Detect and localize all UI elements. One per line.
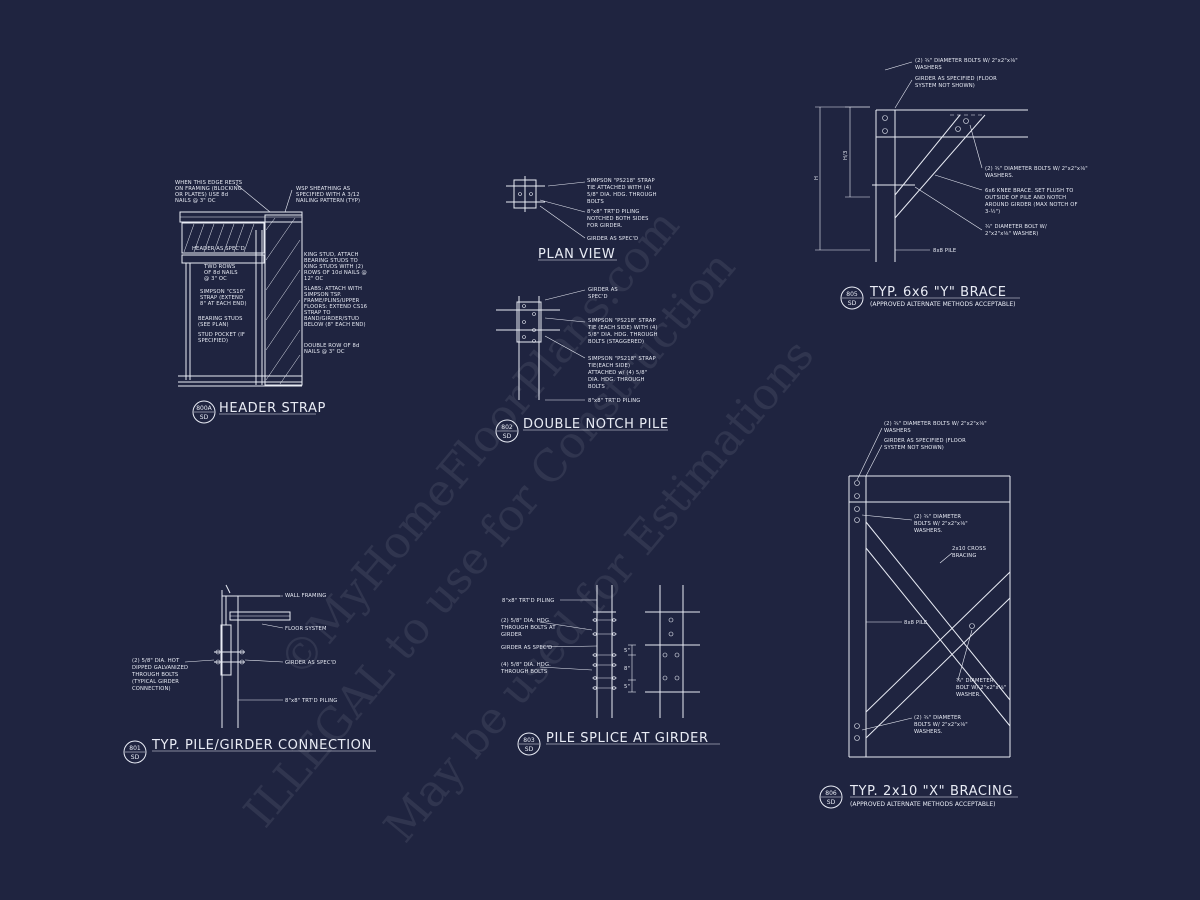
detail-x-bracing: (2) ¾" DIAMETER BOLTS W/ 2"x2"x⅛"WASHERS…: [819, 421, 1018, 809]
detail-bubble: 805 SD: [840, 286, 864, 310]
detail-bubble: 801 SD: [123, 740, 147, 764]
note-bolt-washer: ¾" DIAMETER BOLT W/2"x2"x⅛" WASHER): [985, 224, 1047, 237]
detail-bubble: 800A SD: [192, 400, 216, 424]
svg-text:SD: SD: [827, 799, 836, 806]
note-pile: 8x8 PILE: [904, 620, 927, 626]
svg-text:800A: 800A: [196, 405, 212, 412]
detail-subtitle: (APPROVED ALTERNATE METHODS ACCEPTABLE): [850, 801, 996, 808]
note-bearing-studs: BEARING STUDS(SEE PLAN): [198, 316, 243, 328]
svg-text:801: 801: [129, 745, 141, 752]
note-bolts-brace: (2) ¾" DIAMETER BOLTS W/ 2"x2"x⅛"WASHERS…: [985, 166, 1088, 179]
detail-pile-splice: 5" 8" 5" 8"x8" TRT'D PILING (2) 5/8" DIA…: [500, 585, 720, 756]
svg-text:803: 803: [523, 737, 535, 744]
note-wall-framing: WALL FRAMING: [285, 593, 326, 599]
dim-h3: H/3: [843, 151, 849, 160]
note-piling: 8"x8" TRT'D PILING: [285, 698, 337, 704]
detail-title: TYP. PILE/GIRDER CONNECTION: [151, 738, 372, 753]
svg-text:802: 802: [501, 424, 513, 431]
detail-bubble: 806 SD: [819, 785, 843, 809]
svg-text:SD: SD: [131, 754, 140, 761]
dim-mid: 8": [624, 666, 630, 672]
detail-title: PLAN VIEW: [538, 247, 615, 262]
note-bolts-top: (2) ¾" DIAMETER BOLTS W/ 2"x2"x⅛"WASHERS: [915, 58, 1018, 71]
dim-top: 5": [624, 648, 630, 654]
detail-pile-girder: WALL FRAMING FLOOR SYSTEM (2) 5/8" DIA. …: [123, 584, 376, 764]
detail-title: HEADER STRAP: [219, 401, 326, 416]
svg-text:SD: SD: [525, 746, 534, 753]
svg-text:805: 805: [846, 291, 858, 298]
dim-h: H: [814, 176, 820, 180]
detail-title: PILE SPLICE AT GIRDER: [546, 731, 709, 746]
note-pile: 8x8 PILE: [933, 248, 956, 254]
detail-y-brace: H H/3 (2) ¾" DIAMETER BOLTS W/ 2"x2"x⅛"W…: [814, 58, 1088, 310]
note-piling-dn: 8"x8" TRT'D PILING: [588, 398, 640, 404]
detail-title: DOUBLE NOTCH PILE: [523, 417, 669, 432]
detail-bubble: 802 SD: [495, 419, 519, 443]
note-bolts-top: (2) ¾" DIAMETER BOLTS W/ 2"x2"x⅛"WASHERS: [884, 421, 987, 434]
note-girder-plan: GIRDER AS SPEC'D: [587, 236, 638, 242]
detail-title: TYP. 6x6 "Y" BRACE: [869, 285, 1007, 300]
note-girder: GIRDER AS SPEC'D: [501, 645, 552, 651]
note-four-bolts: (4) 5/8" DIA. HDG.THROUGH BOLTS: [500, 662, 551, 675]
detail-subtitle: (APPROVED ALTERNATE METHODS ACCEPTABLE): [870, 301, 1016, 308]
note-girder: GIRDER AS SPEC'D: [285, 660, 336, 666]
svg-text:SD: SD: [200, 414, 209, 421]
svg-text:806: 806: [825, 790, 837, 797]
dim-bot: 5": [624, 684, 630, 690]
note-header: HEADER AS SPEC'D: [192, 246, 245, 252]
detail-title: TYP. 2x10 "X" BRACING: [849, 784, 1013, 799]
detail-bubble: 803 SD: [517, 732, 541, 756]
svg-text:SD: SD: [848, 300, 857, 307]
svg-text:SD: SD: [503, 433, 512, 440]
note-floor-system: FLOOR SYSTEM: [285, 626, 327, 632]
note-piling: 8"x8" TRT'D PILING: [502, 598, 554, 604]
